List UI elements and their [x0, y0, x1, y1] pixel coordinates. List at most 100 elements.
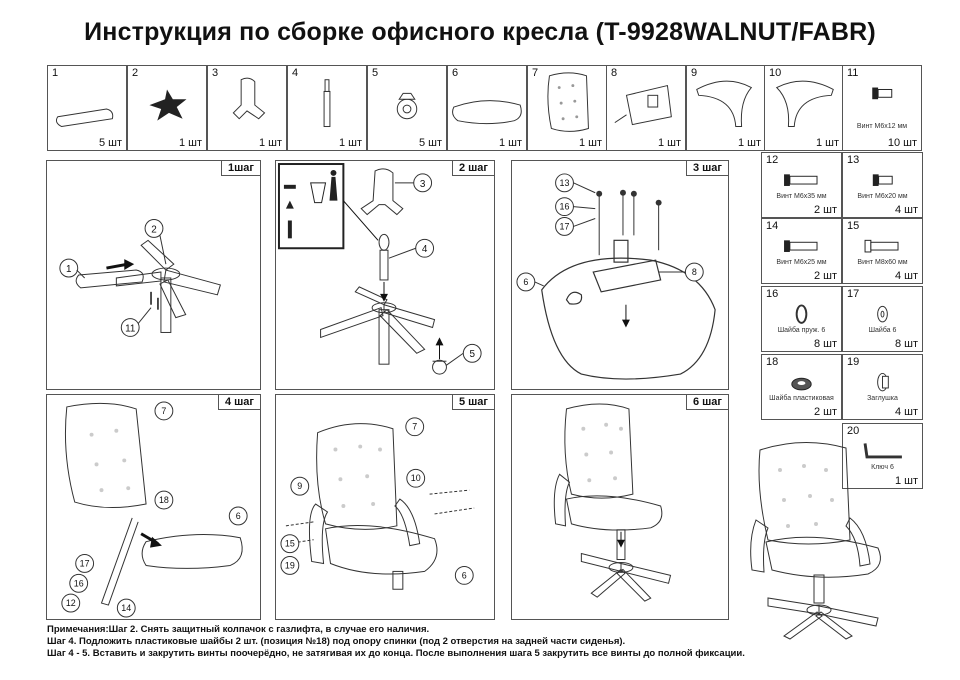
seat-cushion-icon [452, 100, 522, 125]
part-box-4: 4 1 шт [287, 65, 367, 151]
part-quantity: 4 шт [894, 270, 918, 282]
step-label: 4 шаг [217, 394, 261, 410]
mechanism-plate-icon [614, 84, 672, 126]
armrest-right-icon [775, 80, 834, 128]
spring-washer-icon [795, 304, 808, 324]
part-quantity: 1 шт [815, 137, 839, 149]
callout-3: 3 [420, 179, 426, 190]
part-number: 14 [766, 220, 779, 232]
part-number: 6 [452, 67, 459, 79]
part-quantity: 5 шт [418, 137, 442, 149]
callout-17: 17 [80, 558, 90, 568]
part-quantity: 2 шт [813, 270, 837, 282]
callout-8: 8 [692, 267, 697, 277]
part-number: 3 [212, 67, 219, 79]
note-line: Шаг 4. Подложить пластиковые шайбы 2 шт.… [47, 636, 626, 647]
armrest-left-icon [696, 80, 753, 128]
part-number: 4 [292, 67, 299, 79]
assembly-notes: Примечания:Шаг 2. Снять защитный колпачо… [47, 624, 745, 660]
gaslift-cover-icon [232, 77, 266, 120]
callout-6: 6 [523, 277, 528, 287]
bolt-icon [864, 239, 899, 253]
part-box-7: 7 1 шт [527, 65, 607, 151]
part-quantity: 1 шт [657, 137, 681, 149]
part-description: Винт М6х35 мм [776, 193, 827, 200]
cap-plug-icon [877, 372, 889, 392]
note-line: Примечания:Шаг 2. Снять защитный колпачо… [47, 624, 430, 635]
step-4-panel: 4 шаг 7 18 6 17 16 12 14 [46, 394, 261, 620]
part-number: 8 [611, 67, 618, 79]
part-number: 2 [132, 67, 139, 79]
step-label: 2 шаг [451, 160, 495, 176]
callout-12: 12 [66, 598, 76, 608]
part-description: Винт М8х60 мм [857, 259, 908, 266]
step-label: 1шаг [221, 160, 261, 176]
part-quantity: 8 шт [813, 338, 837, 350]
part-box-8: 8 1 шт [606, 65, 686, 151]
part-description: Ключ 6 [871, 464, 894, 471]
part-quantity: 1 шт [737, 137, 761, 149]
part-box-3: 3 1 шт [207, 65, 287, 151]
part-quantity: 5 шт [98, 137, 122, 149]
callout-2: 2 [151, 224, 157, 235]
part-number: 12 [766, 154, 779, 166]
callout-6: 6 [462, 570, 467, 580]
part-description: Шайба пластиковая [769, 395, 834, 402]
part-description: Винт М6х20 мм [857, 193, 908, 200]
step-5-diagram: 7 10 9 15 19 6 [280, 417, 475, 590]
part-description: Шайба пруж. 6 [777, 327, 826, 334]
callout-11: 11 [125, 323, 136, 334]
callout-19: 19 [285, 560, 295, 570]
part-quantity: 4 шт [894, 204, 918, 216]
part-number: 18 [766, 356, 779, 368]
callout-13: 13 [560, 178, 570, 188]
callout-17: 17 [560, 221, 570, 231]
part-number: 9 [691, 67, 698, 79]
flat-washer-icon [877, 305, 888, 323]
screw-long-icon [784, 174, 818, 186]
part-quantity: 1 шт [498, 137, 522, 149]
step-3-diagram: 13 16 17 6 8 [516, 173, 716, 380]
armrest-pad-icon [55, 108, 114, 128]
callout-16: 16 [74, 578, 84, 588]
step-1-diagram: 2 1 11 [59, 219, 221, 337]
part-quantity: 10 шт [887, 137, 917, 149]
screw-long-icon [784, 240, 818, 252]
note-line: Шаг 4 - 5. Вставить и закрутить винты по… [47, 648, 745, 659]
callout-7: 7 [161, 406, 166, 416]
part-description: Шайба 6 [868, 327, 897, 334]
part-quantity: 1 шт [578, 137, 602, 149]
step-5-panel: 5 шаг 7 10 9 15 19 6 [275, 394, 495, 620]
part-number: 1 [52, 67, 59, 79]
part-quantity: 4 шт [894, 406, 918, 418]
part-quantity: 8 шт [894, 338, 918, 350]
page-title: Инструкция по сборке офисного кресла (T-… [84, 18, 876, 46]
gaslift-icon [323, 79, 331, 128]
step-6-panel: 6 шаг [511, 394, 729, 620]
part-number: 17 [847, 288, 860, 300]
star-base-center-icon [149, 89, 187, 121]
part-quantity: 1 шт [338, 137, 362, 149]
part-box-9: 9 1 шт [686, 65, 766, 151]
callout-15: 15 [285, 539, 295, 549]
part-description: Винт М6х12 мм [856, 123, 908, 130]
step-label: 6 шаг [685, 394, 729, 410]
part-number: 7 [532, 67, 539, 79]
part-quantity: 1 шт [258, 137, 282, 149]
part-number: 20 [847, 425, 860, 437]
part-number: 19 [847, 356, 860, 368]
callout-4: 4 [422, 244, 428, 255]
callout-5: 5 [469, 349, 475, 360]
part-description: Винт М6х25 мм [776, 259, 827, 266]
callout-6: 6 [236, 511, 241, 521]
step-4-diagram: 7 18 6 17 16 12 14 [61, 401, 248, 618]
assembled-chair-illustration [750, 442, 881, 640]
